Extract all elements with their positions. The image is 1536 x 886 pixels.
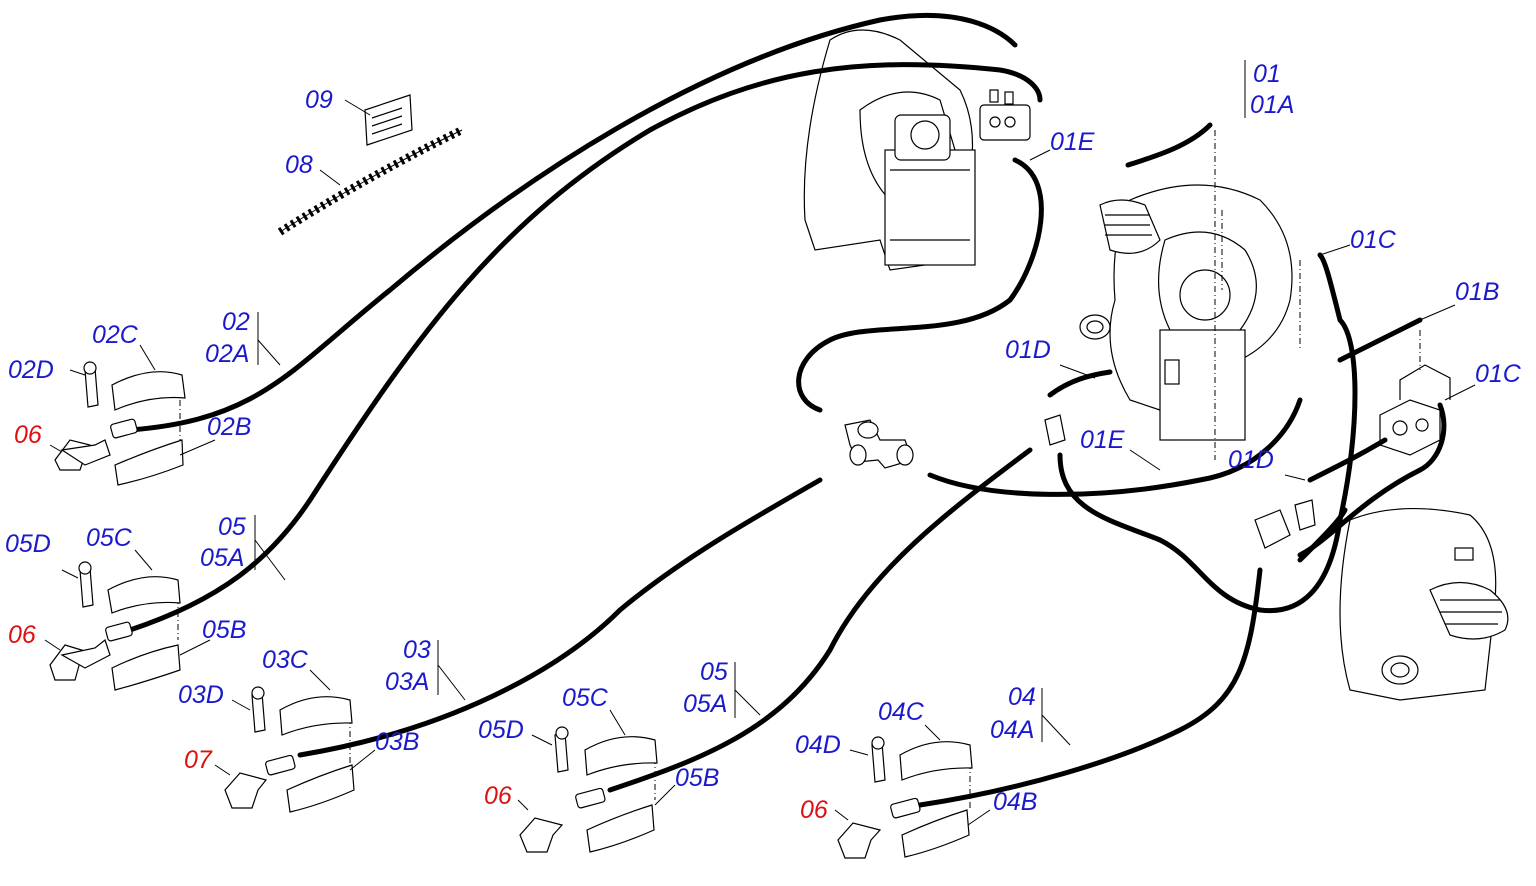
coupler-assembly-03 — [224, 686, 355, 813]
callout-05-b: 05 — [700, 658, 728, 686]
callout-02D: 02D — [8, 356, 54, 384]
callout-05B-b: 05B — [675, 764, 719, 792]
callout-04: 04 — [1008, 683, 1036, 711]
coupler-assembly-05a — [49, 561, 181, 691]
callout-08: 08 — [285, 151, 313, 179]
callout-05-a: 05 — [218, 513, 246, 541]
callout-03A: 03A — [385, 668, 429, 696]
callout-03C: 03C — [262, 646, 309, 674]
callout-05C-b: 05C — [562, 684, 609, 712]
callout-04B: 04B — [993, 788, 1037, 816]
callout-05B-a: 05B — [202, 616, 246, 644]
callout-05A-a: 05A — [200, 544, 244, 572]
fan-housing-top — [803, 29, 1031, 271]
callout-02B: 02B — [207, 413, 251, 441]
callout-01D-left: 01D — [1005, 336, 1051, 364]
callout-04C: 04C — [878, 698, 925, 726]
fan-housing-right — [1339, 507, 1509, 701]
callout-06-c: 06 — [484, 782, 512, 810]
label-plate-09 — [364, 94, 413, 146]
callout-01: 01 — [1253, 60, 1281, 88]
callout-09: 09 — [305, 86, 333, 114]
callout-04A: 04A — [990, 716, 1034, 744]
callout-06-b: 06 — [8, 621, 36, 649]
callout-02A: 02A — [205, 340, 249, 368]
tee-fitting-center — [844, 419, 914, 469]
callout-01E-top: 01E — [1050, 128, 1095, 156]
callout-01D-right: 01D — [1228, 446, 1274, 474]
coupler-assembly-02 — [54, 361, 186, 486]
callout-01E-bottom: 01E — [1080, 426, 1125, 454]
leader-lines — [44, 60, 1476, 826]
callout-02: 02 — [222, 308, 250, 336]
hoses — [127, 12, 1447, 808]
callout-05A-b: 05A — [683, 690, 727, 718]
callout-01A: 01A — [1250, 91, 1294, 119]
callout-05D-b: 05D — [478, 716, 524, 744]
callout-03: 03 — [403, 636, 431, 664]
coupler-assembly-04 — [837, 736, 973, 859]
callout-05D-a: 05D — [5, 530, 51, 558]
callout-06-d: 06 — [800, 796, 828, 824]
callout-04D: 04D — [795, 731, 841, 759]
spiral-wrap-08 — [277, 126, 464, 236]
callout-01B: 01B — [1455, 278, 1499, 306]
callout-03D: 03D — [178, 681, 224, 709]
callout-05C-a: 05C — [86, 524, 133, 552]
callout-01C-right: 01C — [1475, 360, 1522, 388]
callout-01C-top: 01C — [1350, 226, 1397, 254]
callout-02C: 02C — [92, 321, 139, 349]
coupler-assembly-05b — [519, 726, 658, 853]
callout-06-a: 06 — [14, 421, 42, 449]
callout-03B: 03B — [375, 728, 419, 756]
fan-housing-middle — [1079, 184, 1293, 441]
callouts: 01 01A 01E 01C 01B 01D 01C 01E 01D 09 08… — [5, 60, 1522, 824]
tee-fitting-right — [1044, 414, 1316, 549]
callout-07: 07 — [184, 746, 213, 774]
